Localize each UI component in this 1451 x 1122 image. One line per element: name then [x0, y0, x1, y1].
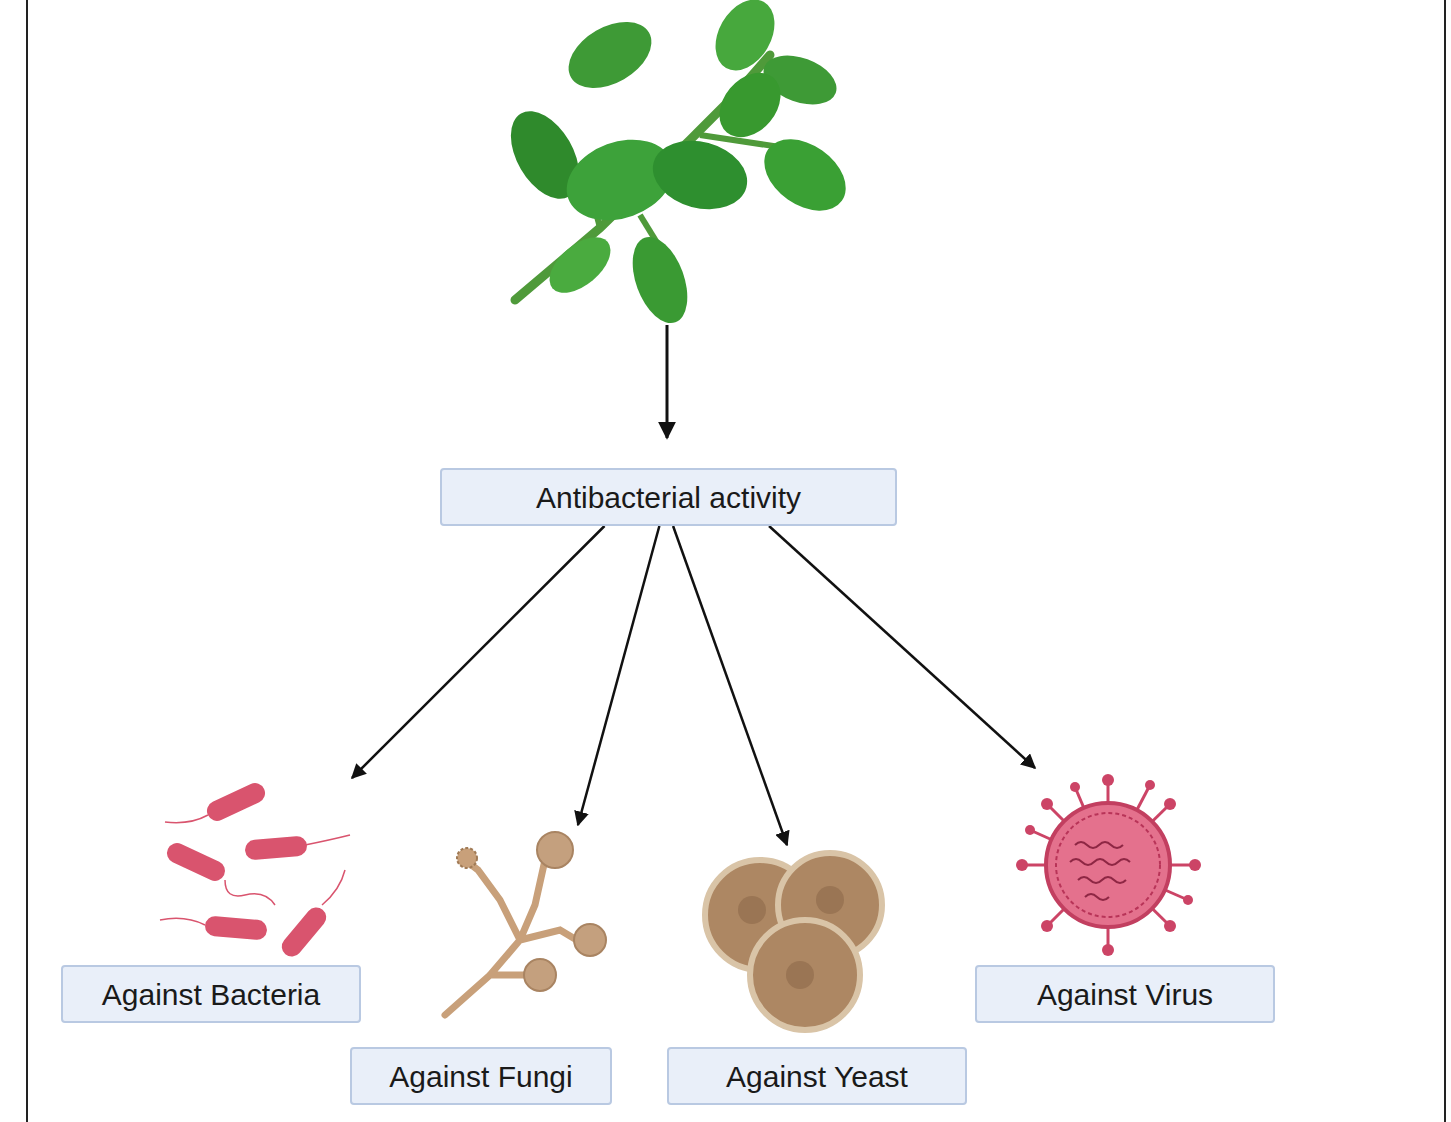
mint-plant	[497, 0, 859, 330]
node-label: Against Yeast	[726, 1060, 908, 1093]
node-label: Antibacterial activity	[536, 481, 801, 514]
label-box: Against Bacteria	[61, 965, 361, 1023]
fungi-icon	[445, 832, 606, 1015]
node-label: Against Bacteria	[102, 978, 320, 1011]
arrow-connector	[769, 526, 1035, 768]
node-label: Against Fungi	[389, 1060, 572, 1093]
arrow-connector	[352, 526, 605, 778]
virus-icon	[1016, 774, 1201, 956]
arrow-connector	[673, 526, 787, 845]
label-box: Against Fungi	[350, 1047, 612, 1105]
arrow-connector	[578, 526, 659, 825]
target-node: Against Yeast	[667, 845, 967, 1105]
label-box: Against Yeast	[667, 1047, 967, 1105]
node-label: Against Virus	[1037, 978, 1213, 1011]
plant-arrow	[666, 325, 669, 438]
frame-line	[1444, 0, 1446, 1122]
central-box: Antibacterial activity	[440, 468, 897, 526]
target-node: Against Virus	[975, 768, 1275, 1023]
label-box: Against Virus	[975, 965, 1275, 1023]
target-node: Against Bacteria	[61, 778, 361, 1023]
frame-line	[26, 0, 28, 1122]
bacteria-icon	[160, 780, 350, 961]
target-node: Against Fungi	[350, 825, 612, 1105]
yeast-icon	[705, 853, 882, 1030]
